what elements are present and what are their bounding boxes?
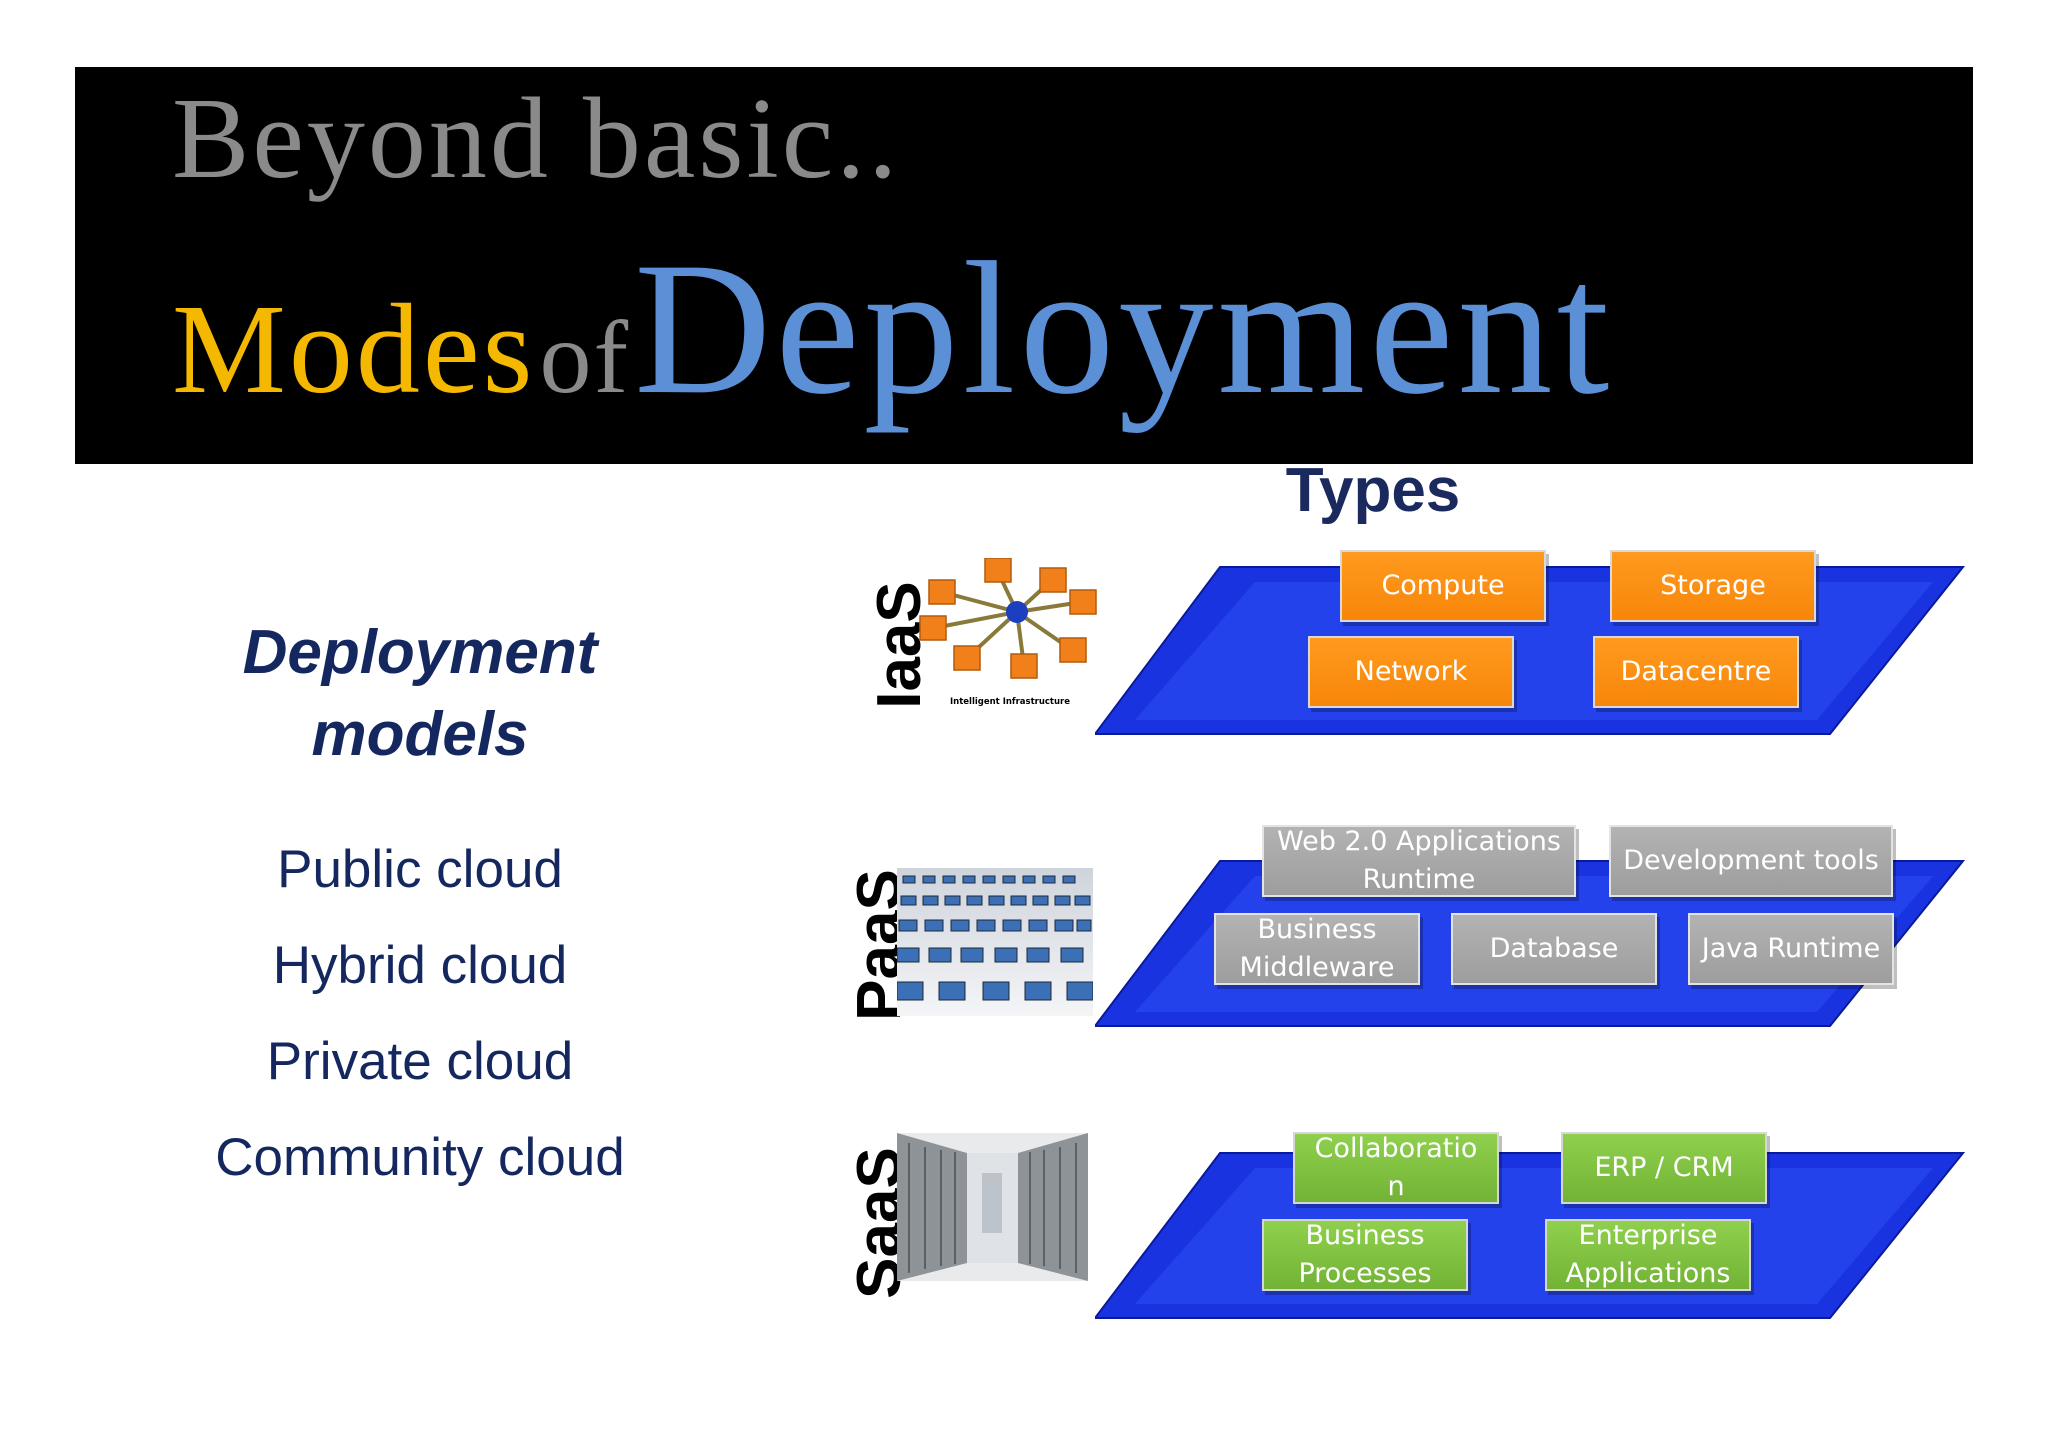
paas-tile-development-tools: Development tools [1609, 825, 1893, 897]
title-line-2: Modes of Deployment [172, 215, 1613, 443]
deployment-models-heading-line-2: models [311, 700, 529, 769]
deployment-model-item: Public cloud [277, 840, 563, 899]
paas-tile-java-runtime: Java Runtime [1688, 913, 1894, 985]
paas-tile-database: Database [1451, 913, 1657, 985]
deployment-models-heading-line-1: Deployment [242, 618, 598, 687]
deployment-models-list: Public cloud Hybrid cloud Private cloud … [150, 832, 690, 1216]
saas-platform [1095, 1152, 1965, 1319]
intelligent-infrastructure-image: Intelligent Infrastructure [919, 558, 1097, 707]
title-line-1: Beyond basic.. [172, 75, 901, 203]
iaas-tile-network: Network [1308, 636, 1514, 708]
paas-tile-business-middleware: Business Middleware [1214, 913, 1420, 985]
saas-tile-enterprise-applications: Enterprise Applications [1545, 1219, 1751, 1291]
server-room-image [897, 1133, 1088, 1281]
iaas-tile-datacentre: Datacentre [1593, 636, 1799, 708]
saas-tile-erp-crm: ERP / CRM [1561, 1132, 1767, 1204]
title-deployment: Deployment [634, 224, 1614, 434]
deployment-model-item: Private cloud [266, 1032, 574, 1091]
title-banner [75, 67, 1973, 464]
deployment-model-item: Hybrid cloud [272, 936, 568, 995]
iaas-image-caption: Intelligent Infrastructure [950, 697, 1070, 707]
saas-tile-business-processes: Business Processes [1262, 1219, 1468, 1291]
iaas-tile-compute: Compute [1340, 550, 1546, 622]
paas-tile-web-runtime: Web 2.0 Applications Runtime [1262, 825, 1576, 897]
saas-tile-collaboration: Collaboratio n [1293, 1132, 1499, 1204]
title-of: of [539, 300, 631, 415]
deployment-models-heading: Deployment models [150, 612, 690, 776]
monitors-image [897, 868, 1093, 1016]
iaas-tile-storage: Storage [1610, 550, 1816, 622]
deployment-model-item: Community cloud [215, 1128, 625, 1187]
types-heading: Types [1285, 456, 1461, 525]
title-modes: Modes [172, 278, 536, 420]
